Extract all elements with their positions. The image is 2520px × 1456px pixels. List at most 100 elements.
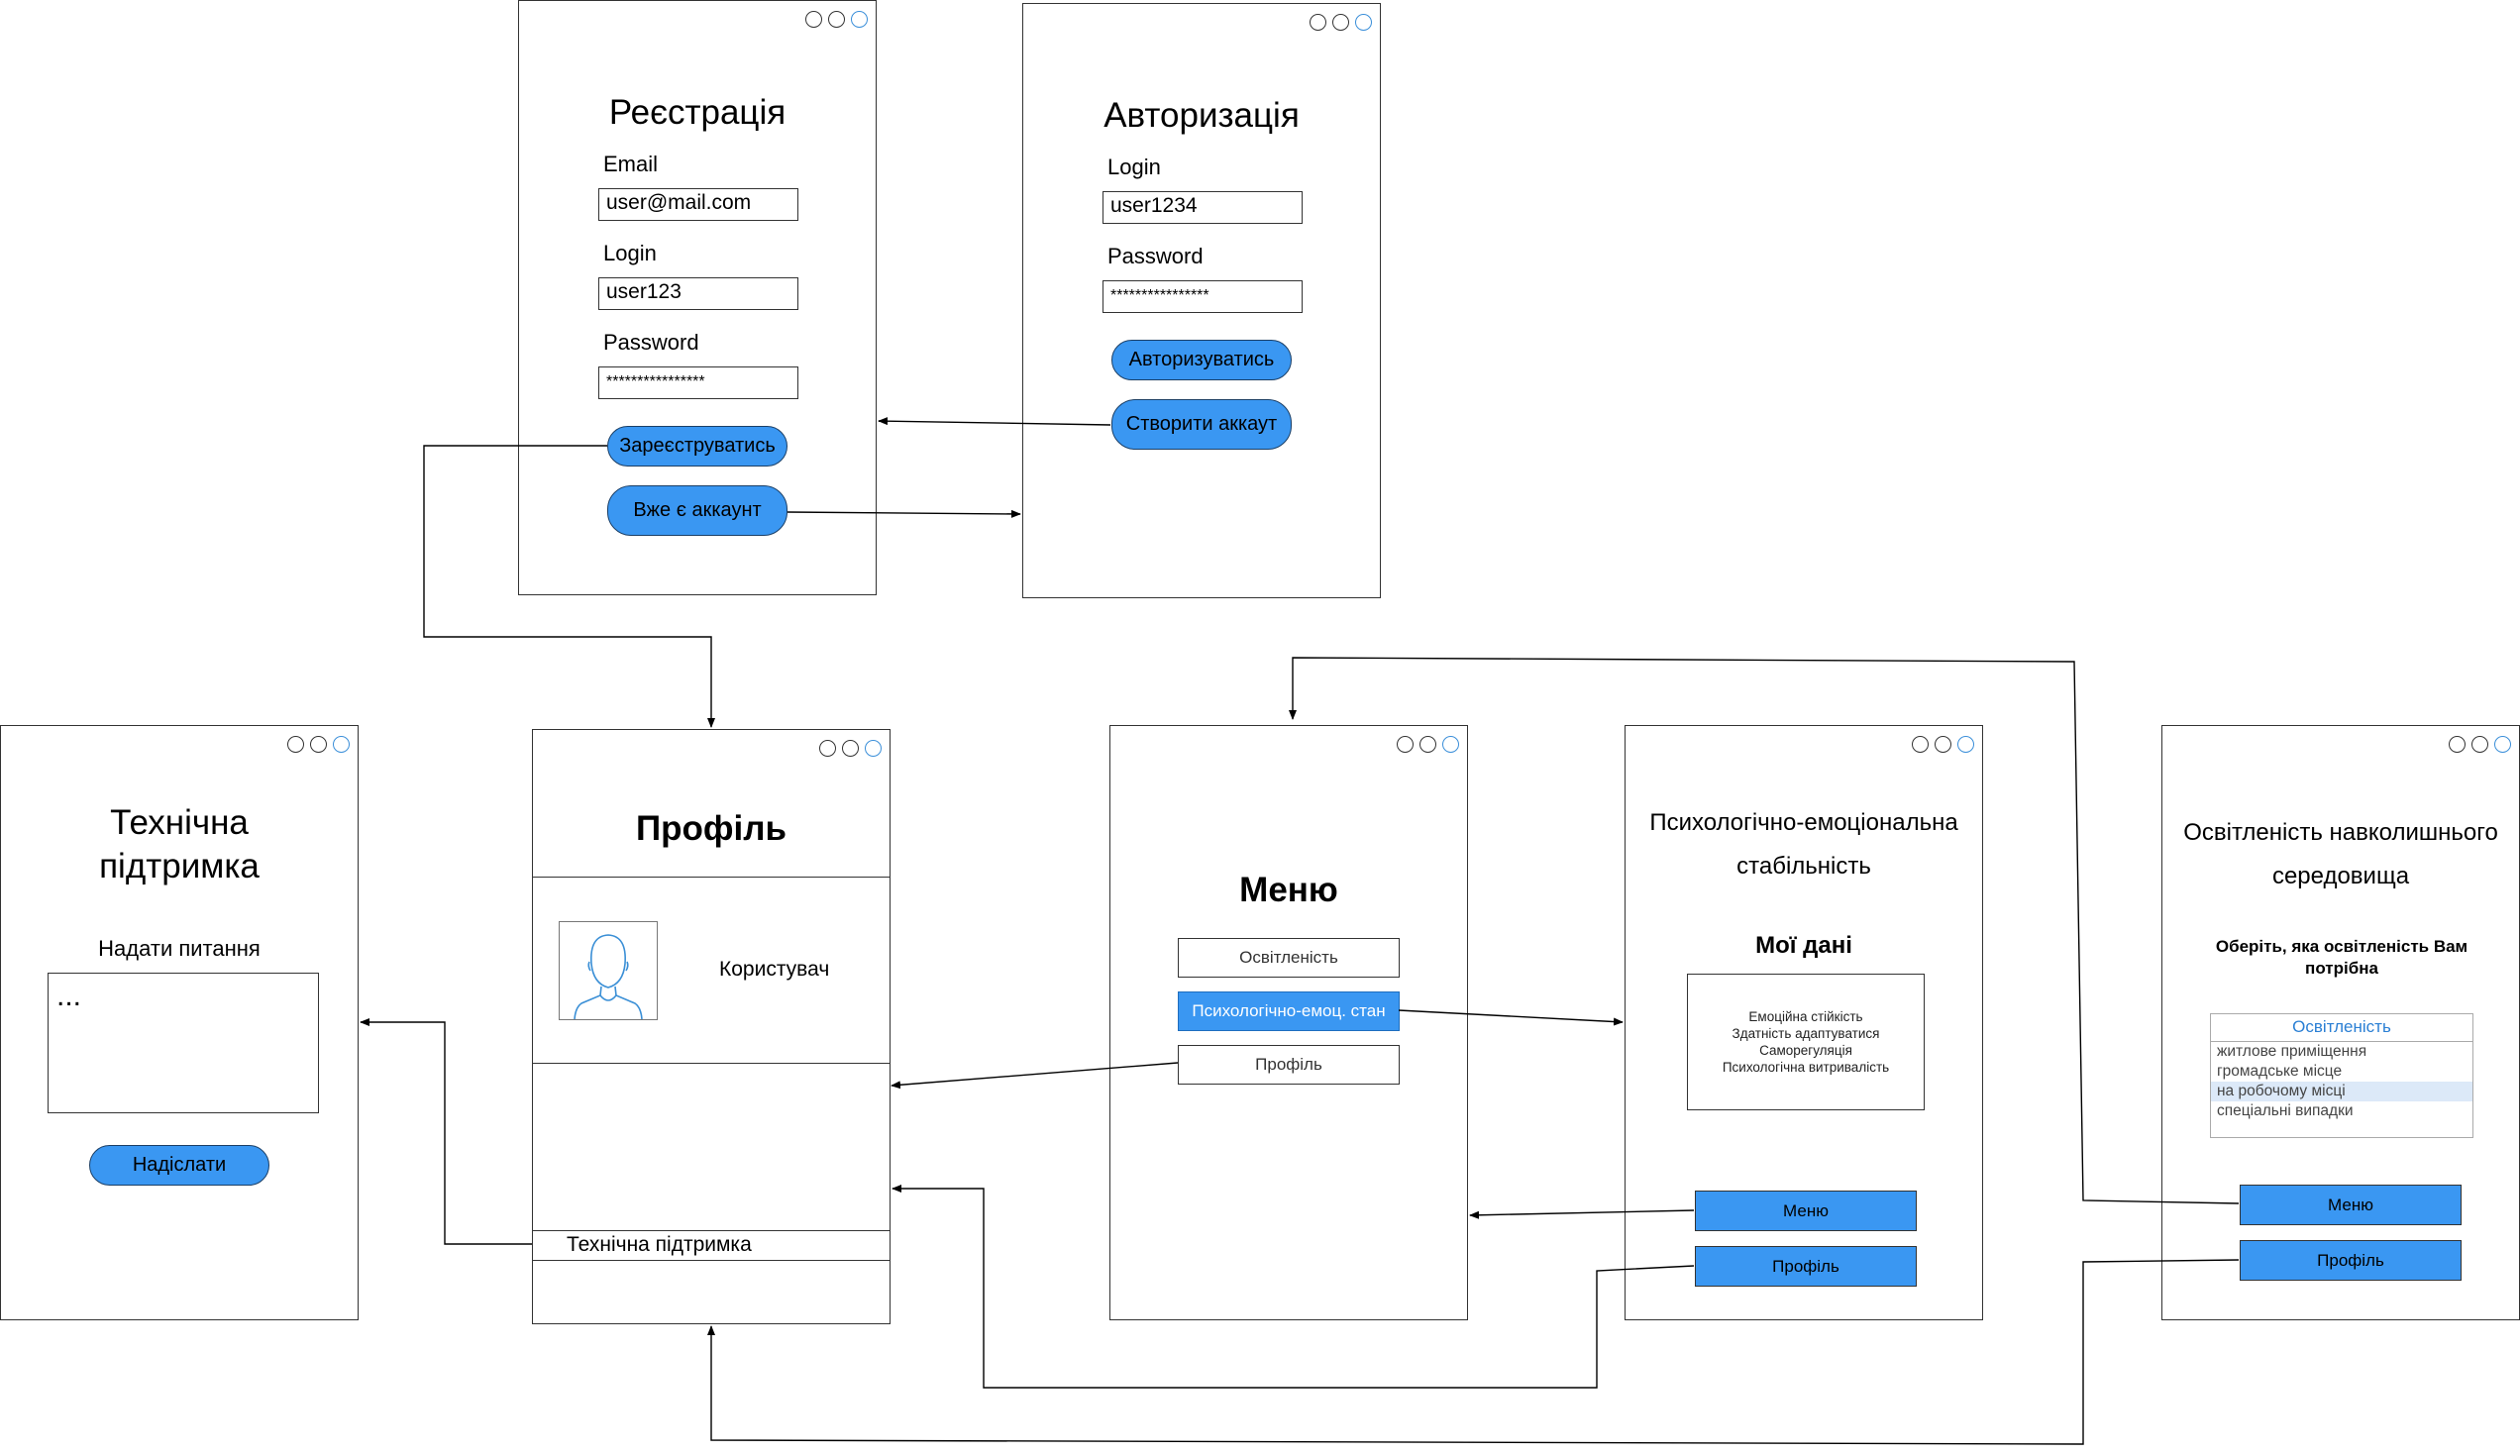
login-field[interactable]: user123	[598, 277, 798, 310]
arrow-menu-psych-to-psych	[1398, 1009, 1624, 1026]
question-textarea[interactable]: ...	[48, 973, 319, 1113]
window-circle-icon[interactable]	[1442, 736, 1459, 753]
window-circle-icon[interactable]	[819, 740, 836, 757]
data-item: Емоційна стійкість	[1748, 1009, 1863, 1024]
list-header: Освітленість	[2211, 1014, 2472, 1042]
lighting-screen: Освітленість навколишнього середовища Об…	[2161, 725, 2520, 1320]
window-circle-icon[interactable]	[287, 736, 304, 753]
divider	[533, 1260, 890, 1261]
my-data-box: Емоційна стійкість Здатність адаптуватис…	[1687, 974, 1925, 1110]
arrow-psych-profile-to-profile	[892, 1185, 1695, 1389]
password-label: Password	[1107, 244, 1204, 268]
ask-question-label: Надати питання	[98, 936, 261, 961]
window-controls	[805, 11, 868, 28]
authorization-title: Авторизація	[1103, 96, 1300, 135]
divider	[533, 877, 890, 878]
psych-screen: Психологічно-емоціональна стабільність М…	[1625, 725, 1983, 1320]
window-controls	[1310, 14, 1372, 31]
arrow-lighting-profile-to-profile	[707, 1259, 2240, 1445]
window-circle-icon[interactable]	[1310, 14, 1326, 31]
registration-screen: Реєстрація Email user@mail.com Login use…	[518, 0, 877, 595]
have-account-button[interactable]: Вже є аккаунт	[607, 485, 788, 536]
data-item: Здатність адаптуватися	[1732, 1026, 1880, 1041]
list-option-selected[interactable]: на робочому місці	[2211, 1082, 2472, 1101]
login-label: Login	[1107, 155, 1161, 179]
email-label: Email	[603, 152, 659, 176]
window-circle-icon[interactable]	[865, 740, 882, 757]
lighting-prompt: Оберіть, яка освітленість Вам потрібна	[2215, 937, 2468, 978]
profile-button[interactable]: Профіль	[1695, 1246, 1917, 1287]
my-data-heading: Мої дані	[1755, 932, 1852, 959]
window-circle-icon[interactable]	[1912, 736, 1929, 753]
menu-item-profile[interactable]: Профіль	[1178, 1045, 1400, 1085]
data-item: Психологічна витривалість	[1722, 1060, 1890, 1075]
window-circle-icon[interactable]	[2494, 736, 2511, 753]
profile-screen: Профіль Користувач Технічна підтримка	[532, 729, 891, 1324]
password-label: Password	[603, 330, 699, 355]
menu-screen: Меню Освітленість Психологічно-емоц. ста…	[1109, 725, 1468, 1320]
window-circle-icon[interactable]	[1397, 736, 1414, 753]
window-circle-icon[interactable]	[2449, 736, 2466, 753]
window-circle-icon[interactable]	[2471, 736, 2488, 753]
list-option[interactable]: громадське місце	[2217, 1063, 2343, 1080]
profile-button[interactable]: Профіль	[2240, 1240, 2462, 1281]
window-circle-icon[interactable]	[842, 740, 859, 757]
window-controls	[1912, 736, 1974, 753]
arrow-lighting-menu-to-menu	[1289, 657, 2240, 1204]
menu-item-lighting[interactable]: Освітленість	[1178, 938, 1400, 978]
password-field[interactable]: ****************	[598, 366, 798, 399]
profile-title: Профіль	[635, 809, 787, 848]
window-circle-icon[interactable]	[310, 736, 327, 753]
support-link[interactable]: Технічна підтримка	[567, 1233, 752, 1256]
data-item: Саморегуляція	[1759, 1043, 1852, 1058]
menu-button[interactable]: Меню	[2240, 1185, 2462, 1225]
arrow-create-account-to-registration	[878, 417, 1111, 426]
login-button[interactable]: Авторизуватись	[1111, 340, 1292, 380]
window-circle-icon[interactable]	[828, 11, 845, 28]
arrow-psych-menu-to-menu	[1469, 1209, 1695, 1219]
support-screen: Технічна підтримка Надати питання ... На…	[0, 725, 359, 1320]
menu-title: Меню	[1239, 871, 1338, 909]
avatar	[559, 921, 658, 1020]
arrow-profile-to-support	[360, 1018, 532, 1245]
divider	[533, 1063, 890, 1064]
lighting-title-line2: середовища	[2271, 863, 2410, 889]
window-controls	[2449, 736, 2511, 753]
support-title-line2: підтримка	[99, 847, 260, 885]
window-circle-icon[interactable]	[1419, 736, 1436, 753]
list-option[interactable]: житлове приміщення	[2217, 1043, 2367, 1060]
divider	[533, 1230, 890, 1231]
register-button[interactable]: Зареєструватись	[607, 426, 788, 467]
email-field[interactable]: user@mail.com	[598, 188, 798, 221]
support-title-line1: Технічна	[110, 803, 249, 842]
window-circle-icon[interactable]	[1332, 14, 1349, 31]
list-option[interactable]: спеціальні випадки	[2217, 1102, 2354, 1119]
arrow-menu-profile-to-profile	[891, 1062, 1179, 1090]
registration-title: Реєстрація	[608, 93, 787, 132]
psych-title-line1: Психологічно-емоціональна	[1649, 809, 1958, 836]
window-controls	[287, 736, 350, 753]
window-circle-icon[interactable]	[1957, 736, 1974, 753]
window-controls	[1397, 736, 1459, 753]
user-name: Користувач	[719, 958, 830, 981]
authorization-screen: Авторизація Login user1234 Password ****…	[1022, 3, 1381, 598]
window-circle-icon[interactable]	[851, 11, 868, 28]
arrow-have-account-to-authorization	[787, 509, 1021, 518]
lighting-title-line1: Освітленість навколишнього	[2183, 819, 2498, 846]
lighting-list: Освітленість житлове приміщення громадсь…	[2210, 1013, 2473, 1138]
user-avatar-icon	[574, 934, 643, 1020]
window-circle-icon[interactable]	[805, 11, 822, 28]
window-circle-icon[interactable]	[1935, 736, 1951, 753]
psych-title-line2: стабільність	[1736, 853, 1871, 880]
window-circle-icon[interactable]	[333, 736, 350, 753]
login-label: Login	[603, 241, 657, 265]
menu-item-psych-state[interactable]: Психологічно-емоц. стан	[1178, 991, 1400, 1031]
send-button[interactable]: Надіслати	[89, 1145, 269, 1186]
login-field[interactable]: user1234	[1102, 191, 1303, 224]
window-controls	[819, 740, 882, 757]
password-field[interactable]: ****************	[1102, 280, 1303, 313]
window-circle-icon[interactable]	[1355, 14, 1372, 31]
menu-button[interactable]: Меню	[1695, 1191, 1917, 1231]
create-account-button[interactable]: Створити аккаут	[1111, 399, 1292, 450]
